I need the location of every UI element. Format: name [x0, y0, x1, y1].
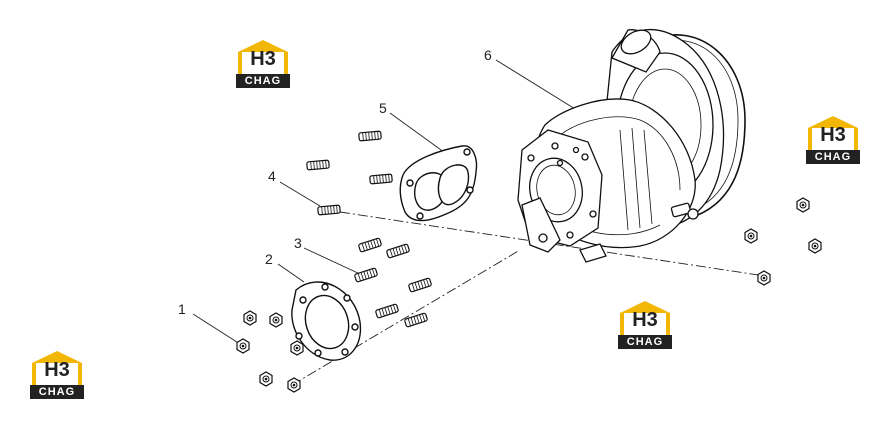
logo-text: CHAG — [30, 385, 84, 399]
logo-badge-icon — [238, 40, 288, 74]
callout-5: 5 — [379, 100, 387, 116]
logo-mark: H3 — [632, 309, 658, 331]
logo-text: CHAG — [236, 74, 290, 88]
logo-badge-icon — [808, 116, 858, 150]
logo-text: CHAG — [806, 150, 860, 164]
logo-badge-icon — [620, 301, 670, 335]
turbo-nuts — [744, 197, 822, 286]
callout-2: 2 — [265, 251, 273, 267]
leader-lines — [192, 59, 581, 345]
watermark-logo-center: H3 CHAG — [618, 299, 676, 351]
watermark-logo-bottom-left: H3 CHAG — [30, 349, 88, 401]
logo-badge-icon — [32, 351, 82, 385]
callout-labels: 1 2 3 4 5 6 — [178, 47, 492, 317]
logo-mark: H3 — [820, 124, 846, 146]
centerlines — [291, 211, 766, 386]
watermark-logo-top-left: H3 CHAG — [236, 38, 294, 90]
callout-6: 6 — [484, 47, 492, 63]
callout-1: 1 — [178, 301, 186, 317]
logo-mark: H3 — [44, 359, 70, 381]
logo-mark: H3 — [250, 48, 276, 70]
part-6-turbocharger — [517, 29, 746, 263]
callout-3: 3 — [294, 235, 302, 251]
logo-text: CHAG — [618, 335, 672, 349]
part-5-twin-gasket — [399, 145, 478, 222]
part-3-studs — [353, 237, 433, 328]
watermark-logo-right: H3 CHAG — [806, 114, 864, 166]
part-2-flange-gasket — [291, 281, 362, 361]
callout-4: 4 — [268, 168, 276, 184]
part-4-studs — [306, 130, 393, 216]
